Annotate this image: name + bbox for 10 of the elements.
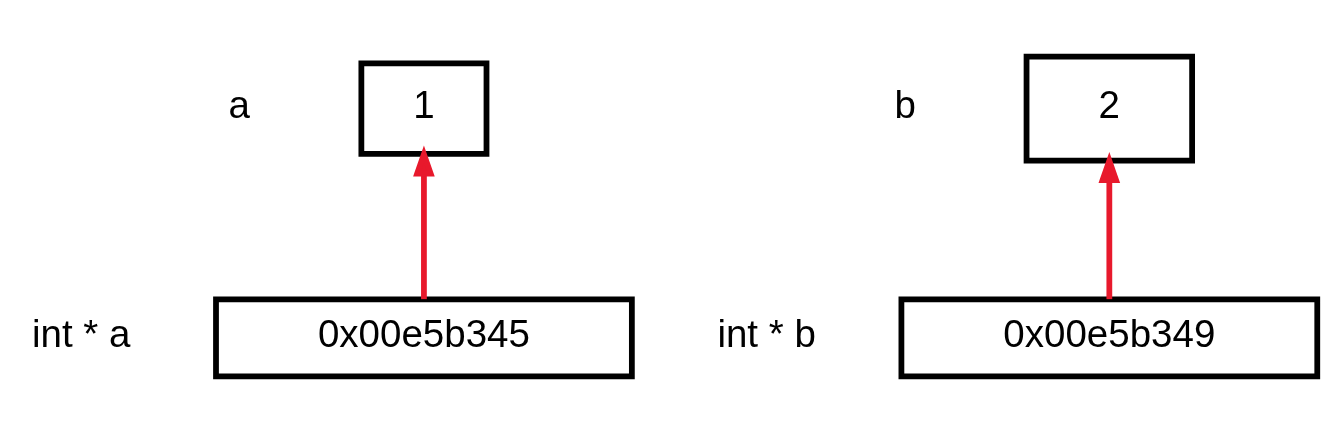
- node-label: int * b: [717, 311, 816, 355]
- node-label: b: [894, 82, 916, 126]
- node-label: int * a: [32, 311, 131, 355]
- arrow: [1098, 151, 1121, 299]
- node-label: a: [228, 82, 250, 126]
- node-box: 2: [1023, 53, 1195, 164]
- node-box: 0x00e5b345: [213, 295, 635, 379]
- node-box: 1: [358, 60, 490, 157]
- node-box: 0x00e5b349: [898, 295, 1321, 379]
- arrow: [413, 145, 435, 299]
